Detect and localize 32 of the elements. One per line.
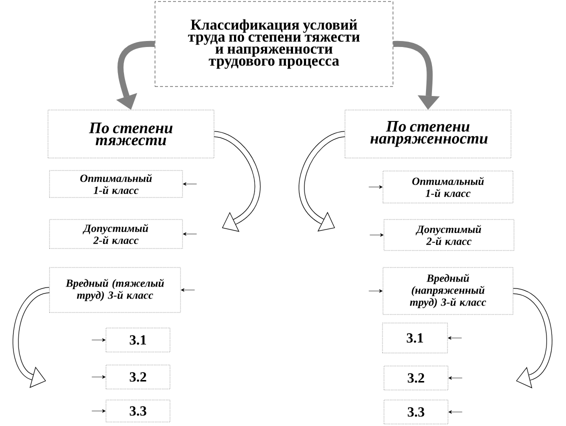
arrow <box>448 336 462 340</box>
arrow <box>370 233 384 237</box>
class-box: Допустимый 2-й класс <box>384 219 514 251</box>
block-arrow <box>393 41 440 110</box>
class-box: Вредный (тяжелый труд) 3-й класс <box>49 267 181 313</box>
arrow <box>448 410 462 414</box>
subclass-box: 3.2 <box>384 366 448 390</box>
arrow <box>180 288 195 292</box>
subclass-box: 3.3 <box>384 400 448 424</box>
class-box: Допустимый 2-й класс <box>49 219 183 249</box>
subclass-box: 3.1 <box>382 322 448 354</box>
arrow <box>182 232 197 236</box>
class-box: Оптимальный 1-й класс <box>382 170 514 204</box>
arrow <box>92 409 106 413</box>
arrow <box>92 375 106 379</box>
block-arrow <box>214 131 260 232</box>
subclass-box: 3.2 <box>106 364 170 390</box>
category-box: По степени напряженности <box>344 110 512 158</box>
arrow <box>368 289 383 293</box>
block-arrow <box>12 287 50 388</box>
subclass-box: 3.1 <box>106 328 170 352</box>
arrow <box>448 376 462 380</box>
category-box: По степени тяжести <box>48 110 214 158</box>
block-arrow <box>512 288 552 388</box>
class-box: Вредный (напряженный труд) 3-й класс <box>382 267 514 315</box>
arrow <box>182 182 197 186</box>
arrow <box>92 338 106 342</box>
subclass-box: 3.3 <box>106 400 170 422</box>
arrow <box>368 185 383 189</box>
class-box: Оптимальный 1-й класс <box>49 170 183 198</box>
title-box: Классификация условий труда по степени тяжести и напряженности трудового процесса <box>154 1 394 87</box>
block-arrow <box>298 131 346 232</box>
